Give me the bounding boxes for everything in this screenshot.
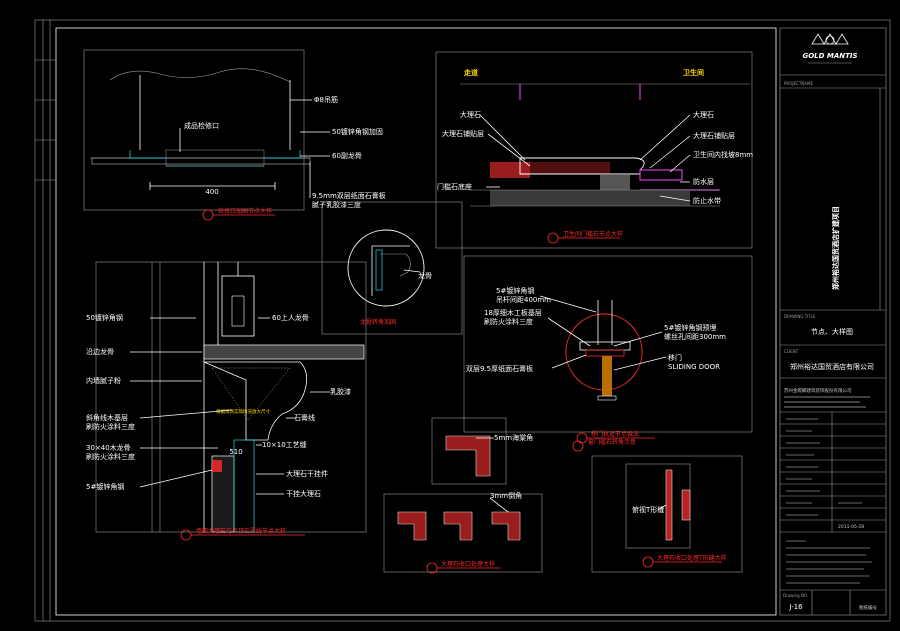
drawing-no: J-16 [788,603,803,611]
detail-threshold: 走道 卫生间 大理石 大理石铺贴层 门槛石底座 大理石 大理石铺贴层 卫生间内找… [435,51,753,249]
callout-marble-right: 大理石 [693,110,714,119]
client-name: 郑州裕达国贸酒店有限公司 [790,362,874,371]
callout-corner-bead: 5mm海棠角 [494,433,533,442]
callout-groove: 10×10工艺缝 [262,440,307,449]
logo-brand: GOLD MANTIS [802,52,857,60]
callout-fire-coat-1: 刷防火涂料三度 [86,422,135,431]
callout-dry-marble: 干挂大理石 [286,489,321,498]
detail-marble-edge: 3mm倒角 大理石收口处理大样 [383,491,543,574]
callout-water-stop: 防止水带 [693,196,721,205]
project-name: 郑州裕达国贸酒店扩建项目 [831,206,840,290]
detail-t-joint: 俯视T形缝 大理石收口处理T形缝大样 [591,455,743,573]
drawing-title-label: DRAWING TITLE [784,314,816,319]
callout-secondary-keel: 60副龙骨 [332,151,362,160]
designer-info-lines [784,396,870,408]
detail-sliding-door: 5#镀锌角钢 吊杆间距400mm 18厚细木工板基层 刷防火涂料三度 双层9.5… [463,255,753,444]
callout-paint: 腻子乳胶漆三度 [312,200,361,209]
callout-slope: 卫生间内找坡8mm [693,150,753,159]
callout-hanger-rod: Φ8吊筋 [314,95,338,104]
callout-hanger: 大理石干挂件 [286,469,328,478]
detail-threshold-corner: 5mm海棠角 窗门槛石转角示意 [431,417,636,485]
callout-load-keel: 60上人龙骨 [272,313,309,322]
sheet-label: 图纸编号 [859,604,877,611]
callout-chamfer: 3mm倒角 [490,491,522,500]
callout-plywood: 18厚细木工板基层 [484,308,542,317]
callout-waterproof: 防水层 [693,177,714,186]
project-label: PROJECTNAME [784,81,813,86]
callout-marble-bed: 大理石铺贴层 [442,129,484,138]
detail-title-threshold-corner: 窗门槛石转角示意 [588,438,636,446]
callout-angle-steel: 50镀锌角钢加固 [332,127,383,136]
drawing-title: 节点、大样图 [811,327,853,336]
callout-marble-bed-right: 大理石铺贴层 [693,131,735,140]
notes-lines [786,540,872,584]
detail-keel-corner: 龙骨 龙骨转角加固 [321,201,463,335]
callout-double-gypsum: 双层9.5厚纸面石膏板 [466,364,533,373]
sheet-outer-border [34,19,891,622]
callout-edge-keel: 沿边龙骨 [86,347,114,356]
detail-title-access-panel: 检修口加固节点大样 [218,207,272,215]
zone-label-corridor: 走道 [464,68,478,77]
detail-title-threshold: 卫生间门槛石节点大样 [563,230,623,238]
left-margin-strip [35,20,56,621]
callout-gypsum-board: 9.5mm双层纸面石膏板 [312,191,386,200]
callout-keel: 龙骨 [418,271,432,280]
callout-marble: 大理石 [460,110,481,119]
drawing-no-label: Drawing NO. [783,593,808,598]
detail-title-marble-edge: 大理石收口处理大样 [441,560,495,568]
detail-wall-cornice: 根据现场实际情况放大尺寸 510 50镀锌角钢 沿边龙骨 内墙腻子粉 斜角线木基… [86,261,367,541]
door-label-en: SLIDING DOOR [668,363,720,371]
callout-access-panel: 成品检修口 [184,121,219,130]
callout-plaster-line: 石膏线 [294,413,315,422]
access-panel-dimension: 400 [205,188,218,196]
callout-threshold-base: 门槛石底座 [437,182,472,191]
detail-title-wall-cornice: 墙面大理石与吊顶石膏线节点大样 [196,527,286,535]
door-label: 移门 [668,353,682,362]
callout-rod-spacing: 吊杆间距400mm [496,295,551,304]
client-label: CLIENT [784,349,799,354]
detail-title-keel-corner: 龙骨转角加固 [360,318,396,326]
callout-fireproof: 刷防火涂料三度 [484,317,533,326]
zone-label-bathroom: 卫生间 [683,68,704,77]
sheet-inner-border [55,27,777,616]
inner-note: 根据现场实际情况放大尺寸 [216,408,270,415]
callout-t-joint: 俯视T形缝 [632,505,664,514]
callout-steel-5: 5#镀锌角钢 [86,482,124,491]
signature-grid [780,412,886,533]
callout-wood-keel: 30×40木龙骨 [86,443,131,452]
callout-putty: 内墙腻子粉 [86,376,121,385]
designer-name: 苏州金螳螂建筑装饰股份有限公司 [784,387,852,394]
callout-fire-coat-2: 刷防火涂料三度 [86,452,135,461]
drawing-date: 2011-05-28 [838,524,864,530]
callout-latex-paint: 乳胶漆 [330,387,351,396]
callout-screw-spacing: 螺丝孔间距300mm [664,332,726,341]
cornice-dimension: 510 [229,448,242,456]
callout-bevel-base: 斜角线木基层 [86,413,128,422]
callout-angle-steel-5: 5#镀锌角钢 [496,286,534,295]
detail-title-t-joint: 大理石收口处理T形缝大样 [657,554,727,562]
title-block: GOLD MANTIS PROJECTNAME 郑州裕达国贸酒店扩建项目 DRA… [779,27,887,616]
callout-embedded-steel: 5#镀锌角钢预埋 [664,323,716,332]
detail-title-sliding-door: 移门轨道节点做法 [591,430,639,438]
callout-steel-50: 50镀锌角钢 [86,313,123,322]
company-logo: GOLD MANTIS [802,33,858,64]
detail-access-panel: 400 Φ8吊筋 成品检修口 50镀锌角钢加固 60副龙骨 9.5mm双层纸面石… [83,49,386,221]
